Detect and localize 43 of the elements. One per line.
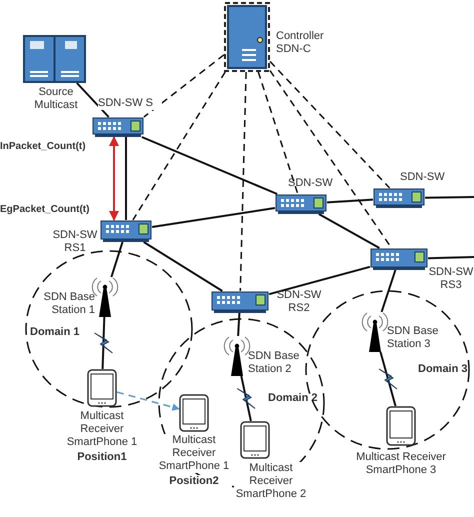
node-label: SDN-SW RS2 <box>276 289 322 315</box>
connection-line <box>268 266 370 296</box>
node-label: Controller SDN-C <box>276 30 325 56</box>
node-label: SDN Base Station 1 <box>43 291 95 317</box>
domain-label: Domain 1 <box>30 326 81 339</box>
position-label: Position1 <box>76 451 128 464</box>
connection-line <box>326 198 374 204</box>
connection-line <box>428 256 474 260</box>
connection-line <box>380 352 396 406</box>
node-label: SDN Base Station 3 <box>387 325 439 351</box>
connection-line <box>102 316 106 370</box>
connection-line <box>152 207 276 228</box>
connection-line <box>125 137 127 220</box>
node-label: Source Multicast <box>33 86 79 112</box>
node-label: SDN Base Station 2 <box>248 350 300 376</box>
dashed-line <box>143 54 224 118</box>
counter-label: InPacket_Count(t) <box>0 140 86 153</box>
connection-line <box>110 242 124 278</box>
node-label: SDN-SW RS1 <box>52 229 98 255</box>
connection-line <box>318 213 380 249</box>
dashed-arrow <box>116 391 180 411</box>
double-arrow <box>109 136 119 221</box>
domain-label: Domain 2 <box>268 392 319 405</box>
connection-line <box>141 136 278 195</box>
connection-line <box>240 376 252 422</box>
node-label: Multicast Receiver SmartPhone 3 <box>356 451 446 477</box>
connection-line <box>143 241 223 292</box>
domain-label: Domain 3 <box>418 363 469 376</box>
dashed-line <box>240 72 247 292</box>
node-label: SDN-SW <box>288 177 334 190</box>
node-label: Multicast Receiver SmartPhone 1 <box>66 410 138 449</box>
node-label: Multicast Receiver SmartPhone 1 <box>156 434 232 473</box>
connection-line <box>424 196 474 199</box>
node-label: SDN-SW S <box>98 97 162 110</box>
counter-label: EgPacket_Count(t) <box>0 203 90 216</box>
dashed-line <box>258 72 299 194</box>
node-label: SDN-SW RS3 <box>428 266 474 292</box>
connection-line <box>237 312 240 336</box>
dashed-line <box>269 60 390 189</box>
dashed-line <box>132 72 226 220</box>
connection-line <box>380 270 396 312</box>
node-label: SDN-SW <box>400 171 446 184</box>
connection-line <box>76 82 110 118</box>
